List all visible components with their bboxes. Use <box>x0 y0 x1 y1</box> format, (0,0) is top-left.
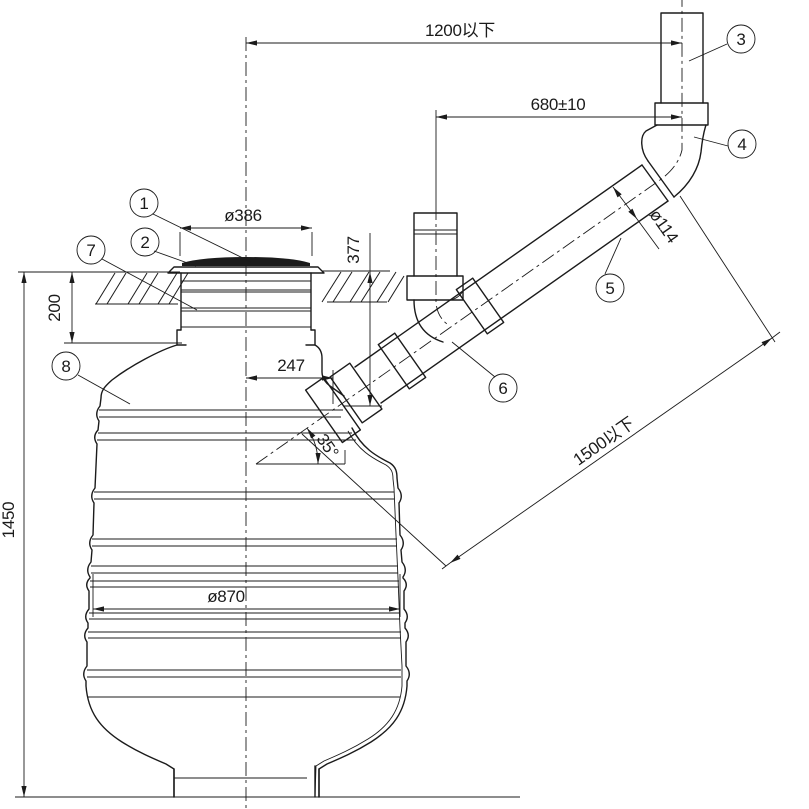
dim-pipe-diameter-label: ø114 <box>646 206 682 247</box>
vent-stub-centerline <box>435 206 451 327</box>
diagonal-pipe <box>304 164 669 444</box>
dim-top-width: 1200以下 <box>246 21 682 46</box>
riser-coupling <box>654 102 709 126</box>
elbow-inner <box>673 124 707 198</box>
pipe-assembly <box>304 12 709 444</box>
dim-depth-to-pipe: 377 <box>344 233 382 407</box>
tank-left-profile <box>83 344 178 798</box>
balloon-3-label: 3 <box>736 30 745 49</box>
tank-socket-flange <box>304 376 362 444</box>
pipe-lower-edge <box>380 200 669 404</box>
pipe-upper-edge <box>354 164 643 368</box>
balloon-5: 5 <box>595 237 625 303</box>
dimensions: 1200以下 680±10 ø386 377 200 1450 <box>0 21 781 797</box>
dim-lid-diameter: ø386 <box>179 206 313 256</box>
balloon-4: 4 <box>693 129 757 159</box>
tank-neck <box>176 272 316 346</box>
dim-socket-offset-label: 247 <box>277 356 304 375</box>
tank-flange <box>167 266 325 274</box>
ground-hatch-right <box>321 271 405 303</box>
balloon-6: 6 <box>451 341 518 403</box>
dim-neck-depth-label: 200 <box>45 294 64 321</box>
tank <box>15 257 520 798</box>
dim-vent-offset: 680±10 <box>435 95 682 206</box>
balloon-6-label: 6 <box>498 379 507 398</box>
dim-lid-diameter-label: ø386 <box>224 206 262 225</box>
dim-socket-offset: 247 <box>246 356 334 404</box>
balloon-7: 7 <box>76 235 198 311</box>
dim-pipe-length-label: 1500以下 <box>570 413 638 469</box>
pipe-centerline <box>255 0 683 465</box>
balloon-5-label: 5 <box>605 279 614 298</box>
part-balloons: 1 2 7 8 3 4 5 <box>51 24 757 405</box>
balloon-3: 3 <box>688 24 756 62</box>
dim-total-height-label: 1450 <box>0 502 18 539</box>
centerlines <box>245 0 683 808</box>
dim-body-diameter-label: ø870 <box>207 587 245 606</box>
tank-lid <box>182 257 310 266</box>
balloon-1-label: 1 <box>139 194 148 213</box>
dim-pipe-diameter: ø114 <box>612 186 682 250</box>
dim-top-width-label: 1200以下 <box>425 21 495 40</box>
dim-total-height: 1450 <box>0 272 27 797</box>
riser-pipe <box>660 12 704 104</box>
dim-pipe-length: 1500以下 <box>301 195 781 570</box>
dim-vent-offset-label: 680±10 <box>531 95 586 114</box>
pipe-coupling-2 <box>455 277 505 335</box>
balloon-7-label: 7 <box>86 241 95 260</box>
balloon-8: 8 <box>51 351 131 405</box>
dim-pipe-angle-label: 35° <box>313 430 343 461</box>
tank-right-wall-outer <box>318 427 410 798</box>
ground-surface <box>18 270 405 305</box>
dim-neck-depth: 200 <box>45 272 182 344</box>
balloon-2: 2 <box>130 227 197 267</box>
balloon-8-label: 8 <box>61 357 70 376</box>
vent-stub <box>406 212 464 343</box>
balloon-2-label: 2 <box>140 233 149 252</box>
dim-body-diameter: ø870 <box>92 574 401 617</box>
balloon-1: 1 <box>129 188 252 263</box>
balloon-4-label: 4 <box>737 135 746 154</box>
elbow-joint <box>641 160 675 202</box>
pipe-coupling-1 <box>377 332 427 390</box>
elbow-riser <box>641 12 709 202</box>
tank-foot <box>173 765 320 798</box>
elbow-outer <box>641 124 658 162</box>
dim-depth-to-pipe-label: 377 <box>344 236 363 263</box>
tank-body-ribs <box>87 409 401 698</box>
tank-right-wall-inner <box>314 430 403 798</box>
ground-hatch-left <box>95 272 189 305</box>
tank-socket-collar <box>329 362 383 424</box>
